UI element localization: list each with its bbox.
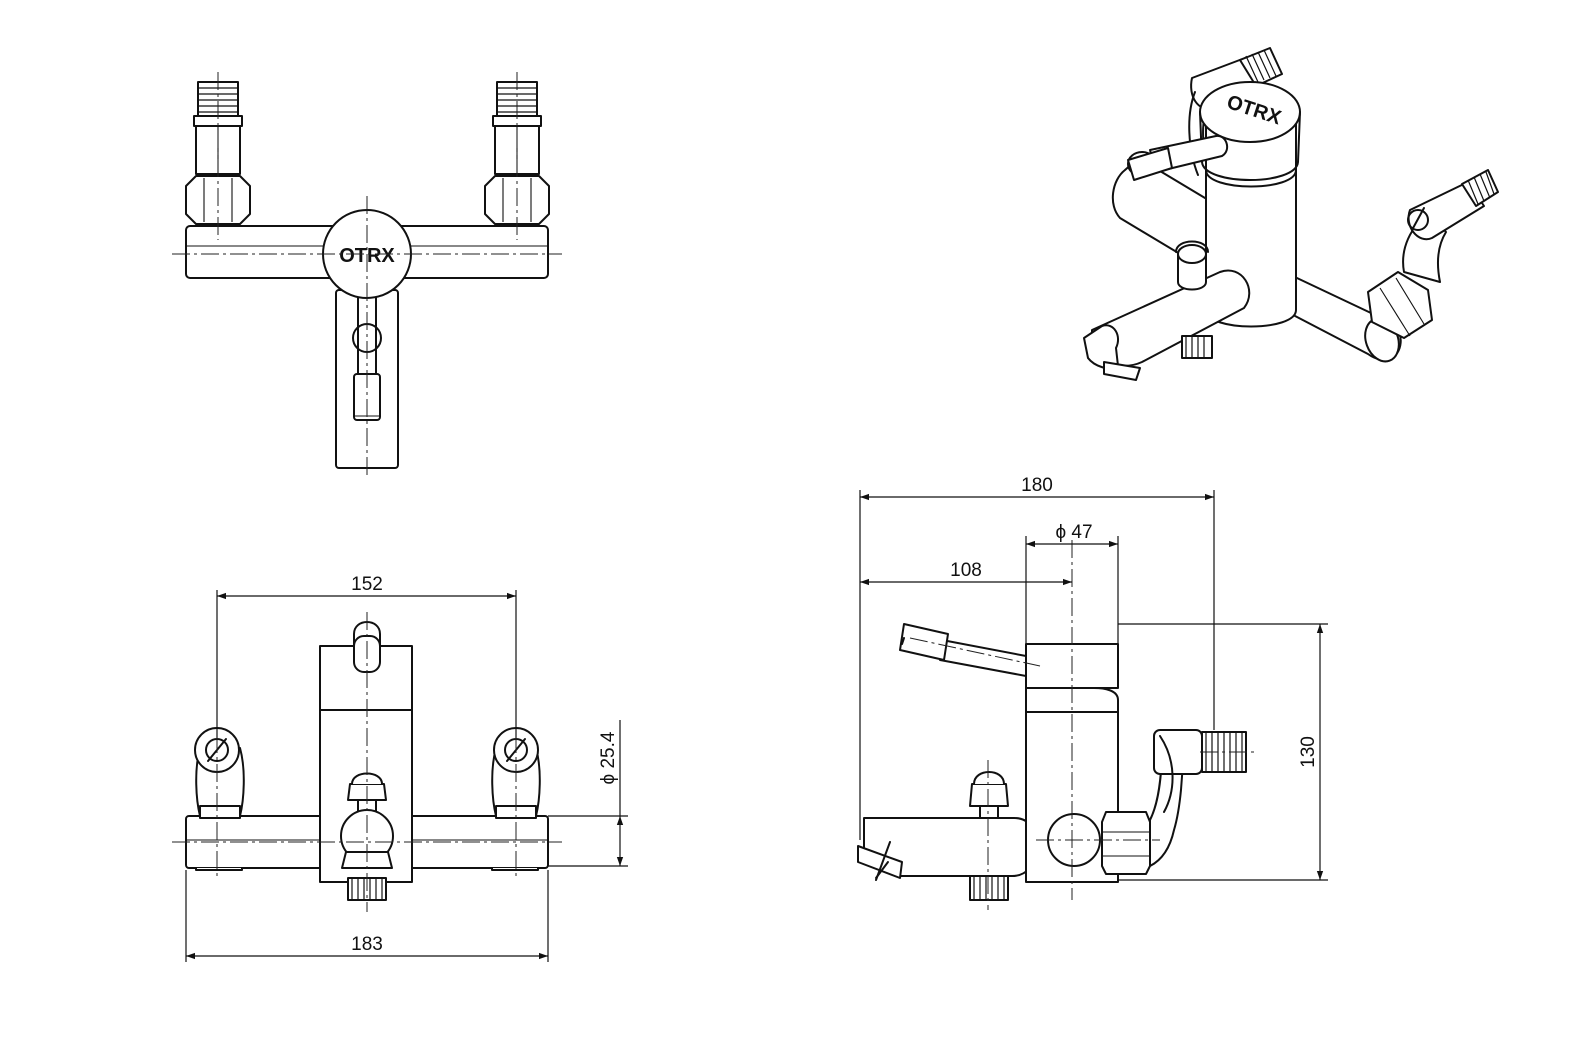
dim-label-183: 183	[351, 934, 383, 955]
dimension-diameter-47: ϕ 47	[1025, 522, 1119, 644]
dim-label-diameter-47: ϕ 47	[1055, 522, 1092, 543]
iso-right-inlet	[1367, 169, 1499, 339]
side-view: 180 ϕ 47 108 130	[857, 475, 1328, 910]
dim-label-152: 152	[351, 574, 383, 595]
dimension-180: 180	[859, 475, 1215, 840]
dim-label-180: 180	[1021, 475, 1053, 496]
dimension-108: 108	[860, 560, 1072, 586]
dim-label-130: 130	[1298, 736, 1319, 768]
isometric-view: OTRX	[1083, 47, 1499, 381]
dimension-130: 130	[1118, 623, 1328, 881]
dimension-152: 152	[216, 574, 517, 738]
front-view: 152 183 ϕ 25.4	[172, 574, 628, 962]
dim-label-diameter-25-4: ϕ 25.4	[598, 731, 619, 784]
dim-label-108: 108	[950, 560, 982, 581]
top-view: OTRX	[172, 72, 562, 478]
dimension-diameter-25-4: ϕ 25.4	[548, 720, 628, 867]
dimension-183: 183	[185, 870, 549, 962]
